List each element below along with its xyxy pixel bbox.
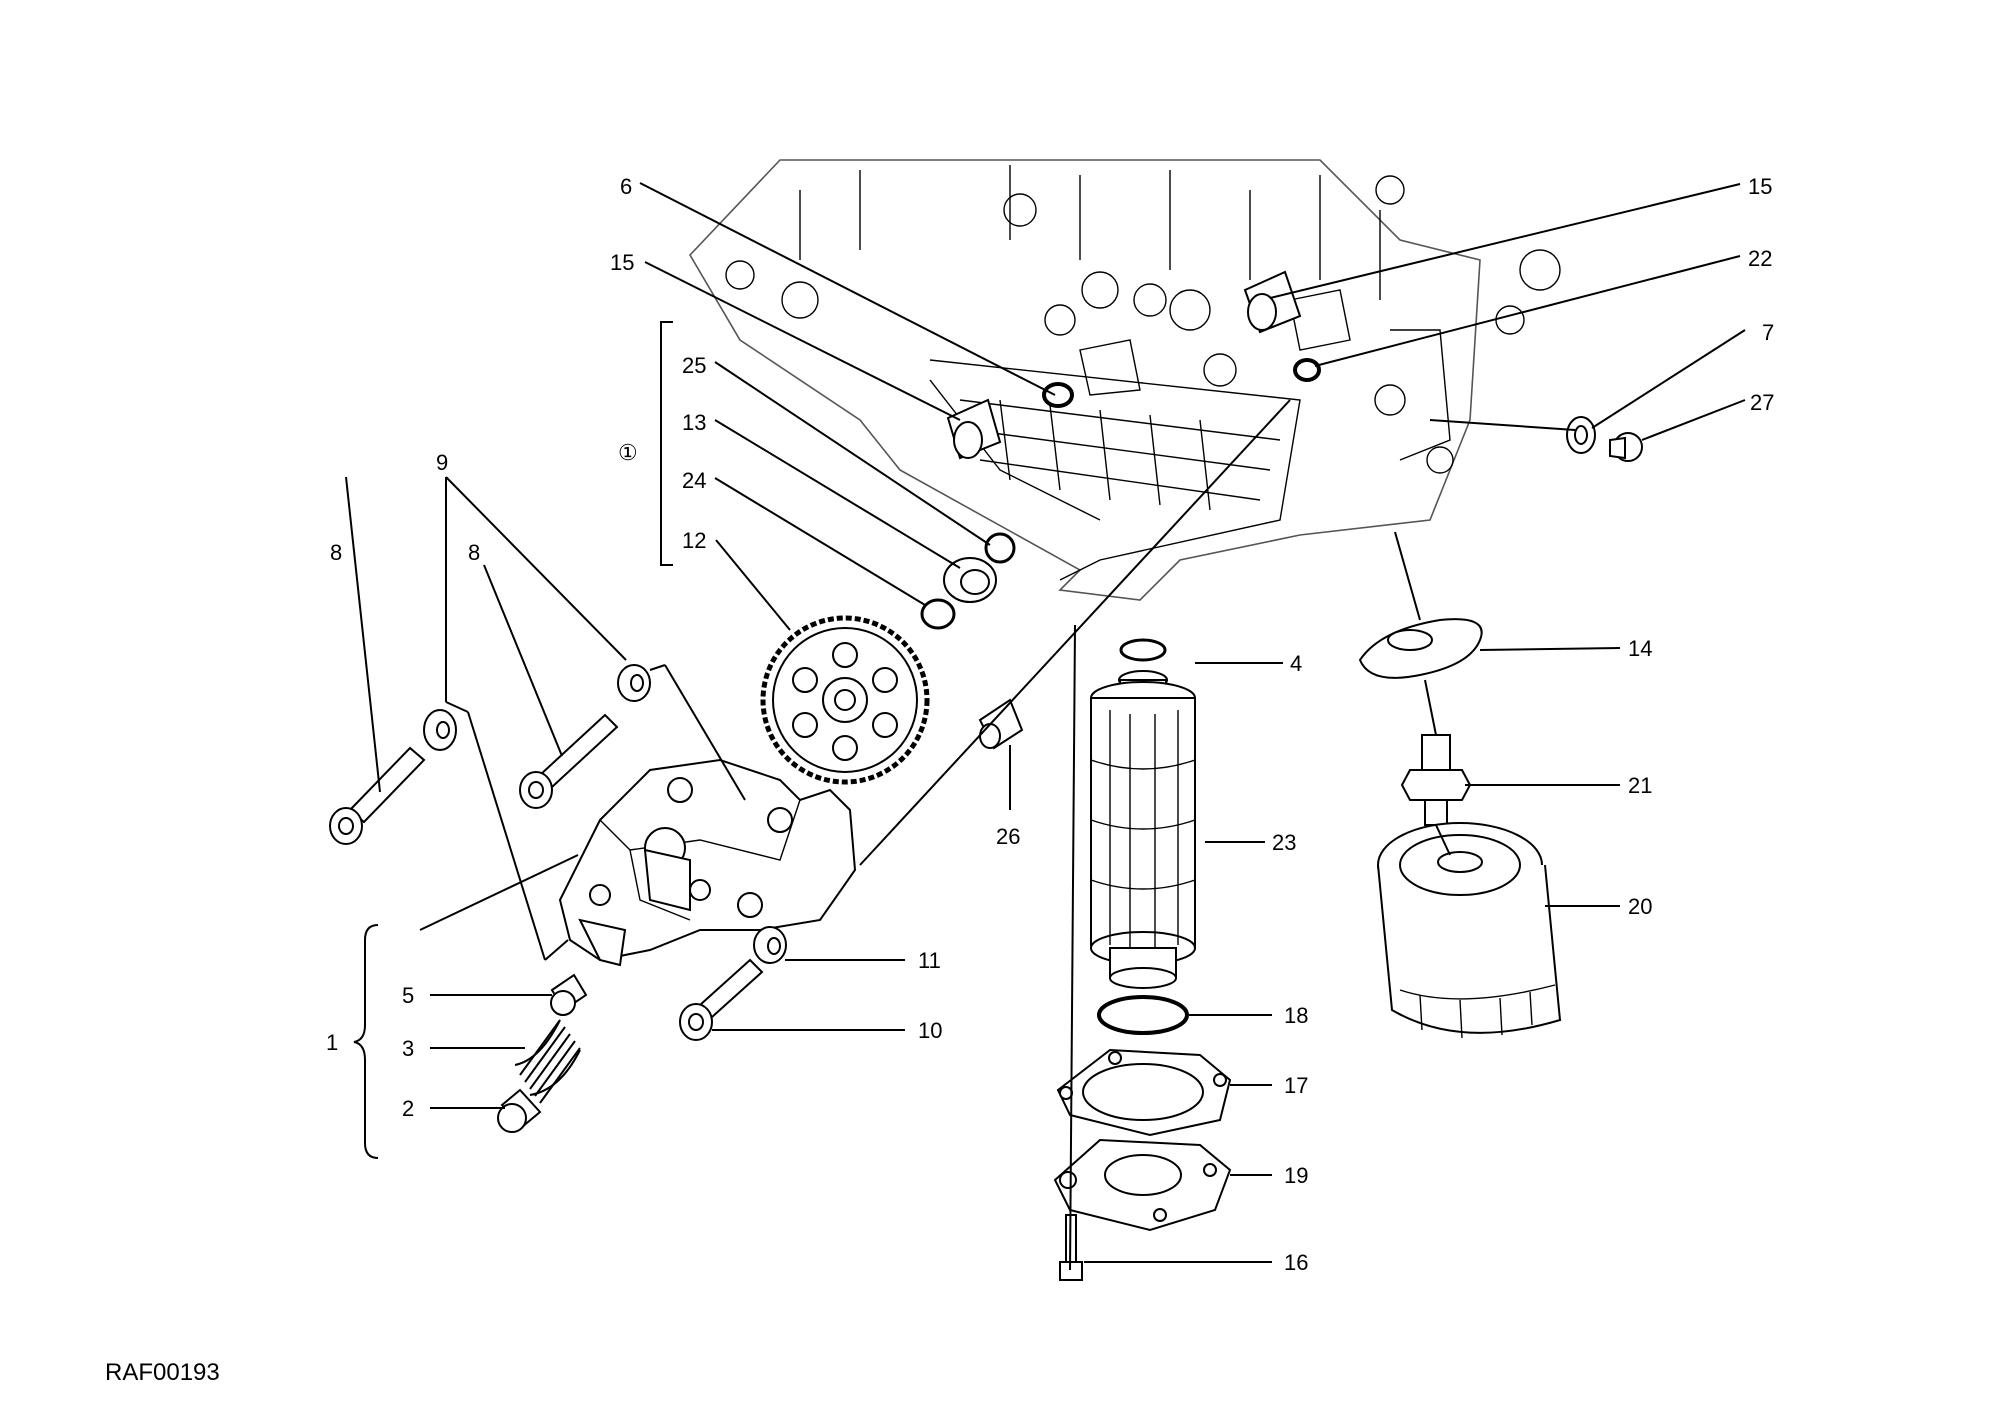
crankcase-drawing — [689, 159, 1561, 601]
callout-19: 19 — [1284, 1163, 1308, 1188]
o-ring-18 — [1097, 995, 1189, 1035]
callout-25: 25 — [682, 353, 706, 378]
nipple-21 — [1400, 734, 1472, 826]
bolt-10 — [679, 958, 764, 1041]
callout-3: 3 — [402, 1036, 414, 1061]
callout-27: 27 — [1750, 390, 1774, 415]
strainer-23 — [1090, 670, 1196, 989]
callout-16: 16 — [1284, 1250, 1308, 1275]
callout-24: 24 — [682, 468, 706, 493]
washer-9-left — [423, 709, 457, 751]
ring-25 — [984, 532, 1016, 564]
cover-19 — [1053, 1138, 1232, 1232]
callout-15-right: 15 — [1748, 174, 1772, 199]
callout-15-left: 15 — [610, 250, 634, 275]
o-ring-22 — [1293, 358, 1321, 382]
drawing-code: RAF00193 — [105, 1359, 220, 1386]
seal-13 — [943, 557, 997, 603]
callout-13: 13 — [682, 410, 706, 435]
gear-12 — [760, 615, 930, 785]
o-ring-4 — [1119, 638, 1167, 662]
oil-filter-20 — [1377, 822, 1562, 1039]
callout-5: 5 — [402, 983, 414, 1008]
valve-5 — [550, 973, 588, 1016]
callout-14: 14 — [1628, 636, 1652, 661]
washer-11 — [753, 926, 787, 964]
plate-14 — [1358, 618, 1483, 679]
oil-pump-body — [558, 758, 857, 967]
callout-6: 6 — [620, 174, 632, 199]
bush-15-left — [946, 398, 1002, 460]
spring-3 — [514, 1019, 581, 1104]
callout-22: 22 — [1748, 246, 1772, 271]
callout-8-right: 8 — [468, 540, 480, 565]
assembly-group-label: 1 — [326, 1030, 338, 1055]
callout-12: 12 — [682, 528, 706, 553]
leader-lines — [345, 182, 1746, 1271]
callout-23: 23 — [1272, 830, 1296, 855]
gasket-17 — [1056, 1048, 1232, 1137]
parts — [329, 270, 1643, 1281]
callout-4: 4 — [1290, 651, 1302, 676]
kit-group-label: ① — [618, 440, 638, 465]
callout-26: 26 — [996, 824, 1020, 849]
callout-18: 18 — [1284, 1003, 1308, 1028]
callout-8-left: 8 — [330, 540, 342, 565]
plug-27 — [1609, 432, 1643, 462]
callout-17: 17 — [1284, 1073, 1308, 1098]
callout-20: 20 — [1628, 894, 1652, 919]
washer-7 — [1566, 416, 1596, 454]
callout-9: 9 — [436, 450, 448, 475]
plug-2 — [497, 1088, 542, 1133]
callout-2: 2 — [402, 1096, 414, 1121]
callout-21: 21 — [1628, 773, 1652, 798]
bolt-8-right — [519, 713, 619, 809]
washer-9-right — [617, 664, 651, 702]
callout-11: 11 — [918, 948, 941, 973]
bush-26 — [978, 698, 1024, 750]
callout-7: 7 — [1762, 320, 1774, 345]
o-ring-6 — [1042, 382, 1074, 408]
bolt-8-left — [329, 746, 426, 845]
bush-15-right — [1243, 270, 1302, 334]
callout-10: 10 — [918, 1018, 942, 1043]
callout-labels: 6 15 15 22 7 27 ① 25 13 24 12 9 8 8 4 14… — [105, 174, 1774, 1386]
ring-24 — [920, 598, 956, 630]
